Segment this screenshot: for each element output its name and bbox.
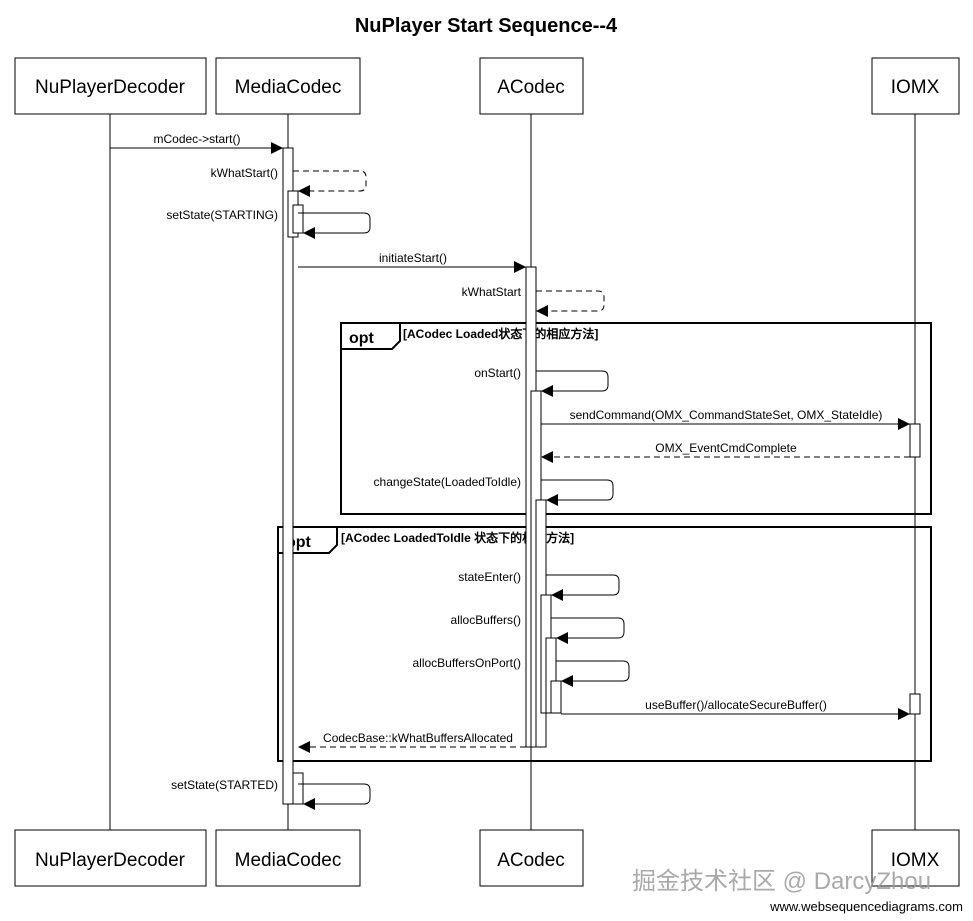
participant-acodec-top: ACodec <box>479 57 584 115</box>
message-mcodec-start: mCodec->start() <box>110 132 283 154</box>
message-label: changeState(LoadedToIdle) <box>374 475 521 489</box>
participant-mediacodec-top: MediaCodec <box>215 57 361 115</box>
message-setstate-starting: setState(STARTING) <box>166 208 371 239</box>
message-changestate-loadedtoidle: changeState(LoadedToIdle) <box>374 475 614 506</box>
message-label: kWhatStart() <box>211 166 278 180</box>
activation-bar <box>282 147 294 805</box>
participant-label: IOMX <box>891 850 940 871</box>
message-omx-eventcmdcomplete: OMX_EventCmdComplete <box>541 441 910 463</box>
message-label: allocBuffersOnPort() <box>413 656 522 670</box>
participant-label: IOMX <box>891 77 940 98</box>
message-label: sendCommand(OMX_CommandStateSet, OMX_Sta… <box>570 408 883 422</box>
participant-label: NuPlayerDecoder <box>35 850 186 871</box>
message-kwhatstart-acodec: kWhatStart <box>462 285 605 317</box>
participant-iomx-top: IOMX <box>871 57 960 115</box>
fragment-condition: [ACodec LoadedToIdle 状态下的相应方法] <box>341 530 574 545</box>
message-allocbuffersonport: allocBuffersOnPort() <box>413 656 630 687</box>
message-label: mCodec->start() <box>153 132 240 146</box>
message-sendcommand: sendCommand(OMX_CommandStateSet, OMX_Sta… <box>541 408 910 430</box>
participant-nuplayerdecoder-bottom: NuPlayerDecoder <box>14 829 207 887</box>
opt-fragment-2: opt [ACodec LoadedToIdle 状态下的相应方法] <box>277 526 932 762</box>
participant-nuplayerdecoder-top: NuPlayerDecoder <box>14 57 207 115</box>
fragment-condition: [ACodec Loaded状态下的相应方法] <box>403 326 598 341</box>
message-onstart: onStart() <box>474 366 609 397</box>
participant-label: MediaCodec <box>235 77 342 98</box>
activation-bar <box>292 204 304 234</box>
message-label: onStart() <box>474 366 521 380</box>
participant-label: MediaCodec <box>235 850 342 871</box>
message-label: useBuffer()/allocateSecureBuffer() <box>645 698 827 712</box>
message-label: allocBuffers() <box>451 613 521 627</box>
message-kwhatbuffersallocated: CodecBase::kWhatBuffersAllocated <box>298 731 526 753</box>
message-label: OMX_EventCmdComplete <box>655 441 797 455</box>
message-initiatestart: initiateStart() <box>298 251 526 273</box>
message-usebuffer: useBuffer()/allocateSecureBuffer() <box>561 698 910 720</box>
message-label: initiateStart() <box>379 251 447 265</box>
participant-mediacodec-bottom: MediaCodec <box>215 829 361 887</box>
activation-bar <box>292 772 304 805</box>
message-label: kWhatStart <box>462 285 522 299</box>
opt-fragment-1: opt [ACodec Loaded状态下的相应方法] <box>340 322 932 515</box>
message-label: CodecBase::kWhatBuffersAllocated <box>323 731 513 745</box>
message-stateenter: stateEnter() <box>458 570 620 601</box>
fragment-label: opt <box>349 330 375 347</box>
activation-bar <box>909 693 921 715</box>
message-allocbuffers: allocBuffers() <box>451 613 625 644</box>
activation-bar <box>909 423 921 458</box>
participant-label: ACodec <box>497 77 565 98</box>
message-kwhatstart: kWhatStart() <box>211 166 367 197</box>
participant-iomx-bottom: IOMX <box>871 829 960 887</box>
watermark-text: 掘金技术社区 @ DarcyZhou <box>632 868 931 895</box>
message-label: setState(STARTING) <box>166 208 278 222</box>
activation-bar <box>550 680 562 714</box>
participant-label: ACodec <box>497 850 565 871</box>
message-setstate-started: setState(STARTED) <box>171 778 371 810</box>
message-label: setState(STARTED) <box>171 778 278 792</box>
message-label: stateEnter() <box>458 570 521 584</box>
participant-label: NuPlayerDecoder <box>35 77 186 98</box>
footer-link[interactable]: www.websequencediagrams.com <box>769 899 963 914</box>
participant-acodec-bottom: ACodec <box>479 829 584 887</box>
diagram-title: NuPlayer Start Sequence--4 <box>355 15 618 37</box>
